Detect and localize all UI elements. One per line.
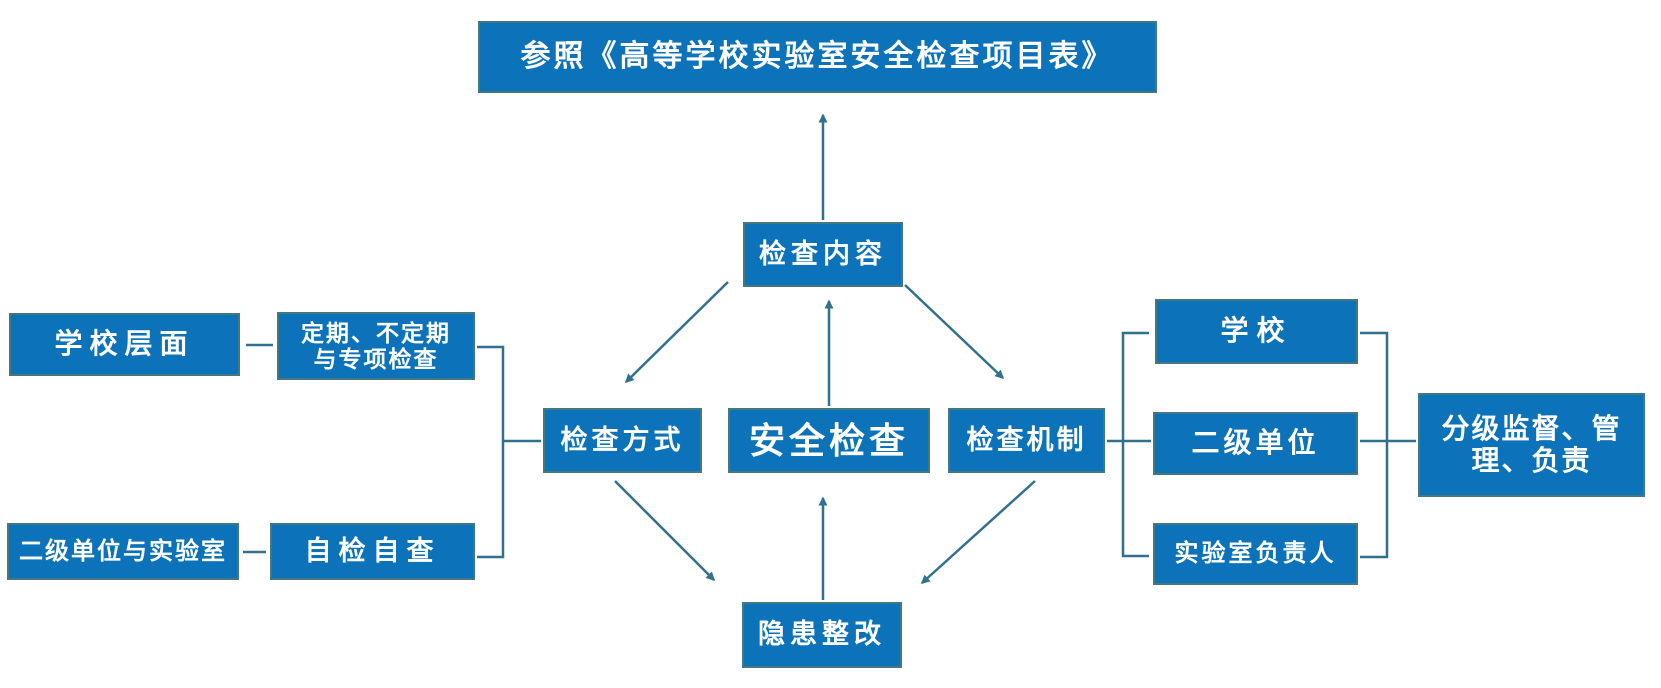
- node-school: 学校: [1155, 299, 1358, 364]
- arrow-content-to-method: [624, 281, 729, 384]
- node-reference-table: 参照《高等学校实验室安全检查项目表》: [478, 21, 1157, 93]
- bracket-right-inner: [1121, 331, 1149, 558]
- node-check-mechanism: 检查机制: [948, 408, 1105, 473]
- node-check-method: 检查方式: [543, 408, 702, 473]
- node-check-content: 检查内容: [743, 222, 903, 287]
- arrow-mechanism-to-hazard: [920, 480, 1036, 585]
- node-periodic-special-check: 定期、不定期 与专项检查: [277, 312, 475, 380]
- node-secondary-unit: 二级单位: [1153, 412, 1358, 475]
- bracket-right-outer: [1360, 331, 1389, 559]
- node-school-level: 学校层面: [9, 313, 240, 376]
- node-hazard-rectify: 隐患整改: [742, 602, 902, 668]
- bracket-left: [477, 345, 505, 559]
- node-graded-supervision: 分级监督、管 理、负责: [1418, 393, 1645, 497]
- arrow-content-to-mechanism: [904, 284, 1005, 380]
- node-safety-check: 安全检查: [728, 408, 930, 473]
- arrow-method-to-hazard: [614, 480, 716, 582]
- node-lab-head: 实验室负责人: [1153, 523, 1358, 585]
- node-self-check: 自检自查: [270, 523, 475, 580]
- node-secondary-units-labs: 二级单位与实验室: [7, 523, 239, 580]
